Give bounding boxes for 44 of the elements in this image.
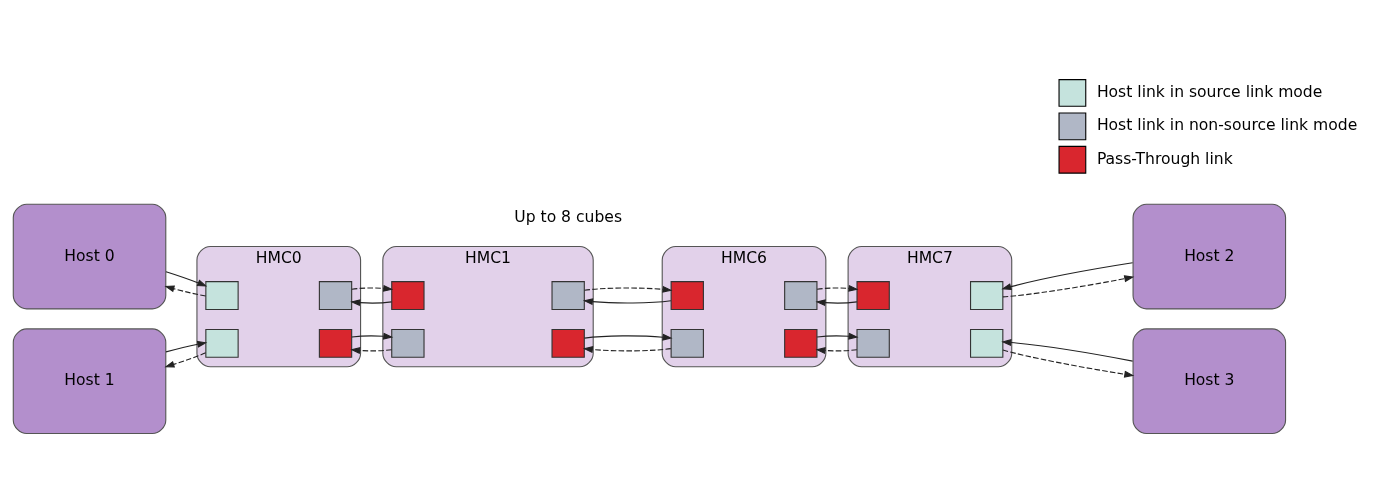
node-box: Host 3	[1132, 328, 1287, 435]
node-box	[970, 328, 1004, 358]
node-box	[784, 328, 818, 358]
legend-label: Host link in non-source link mode	[1096, 116, 1358, 135]
arrow	[816, 332, 859, 340]
arrow	[1001, 262, 1134, 290]
legend-label: Host link in source link mode	[1096, 83, 1323, 102]
legend-label: Pass-Through link	[1096, 149, 1233, 168]
arrow	[582, 346, 672, 354]
node-box	[784, 281, 818, 310]
arrow	[815, 347, 858, 355]
arrow	[350, 347, 393, 355]
arrow	[164, 285, 207, 297]
node-box: Host 2	[1132, 203, 1287, 310]
arrow	[1001, 339, 1134, 362]
arrow	[1002, 275, 1135, 298]
arrow	[165, 340, 208, 353]
arrow	[584, 285, 673, 293]
arrow	[1002, 349, 1135, 378]
node-box	[551, 281, 585, 310]
arrow	[351, 284, 394, 292]
arrow	[584, 333, 673, 341]
arrow	[816, 284, 859, 292]
node-box	[205, 328, 239, 358]
node-box	[318, 328, 353, 358]
node-box	[856, 328, 890, 358]
node-box	[551, 328, 585, 358]
node-box: Host 1	[12, 328, 167, 435]
node-box	[670, 328, 704, 358]
node-box	[391, 281, 425, 310]
node-box	[205, 281, 239, 310]
label: Up to 8 cubes	[514, 207, 623, 226]
node-box: Host 0	[12, 203, 167, 310]
arrow	[164, 352, 207, 368]
arrow	[351, 332, 394, 340]
node-box	[970, 281, 1004, 310]
node-box	[856, 281, 890, 310]
arrow	[350, 299, 393, 307]
node-box	[318, 281, 353, 310]
node-box	[391, 328, 425, 358]
arrow	[815, 299, 858, 307]
arrow	[165, 271, 208, 287]
arrow	[582, 298, 672, 306]
node-box	[670, 281, 704, 310]
